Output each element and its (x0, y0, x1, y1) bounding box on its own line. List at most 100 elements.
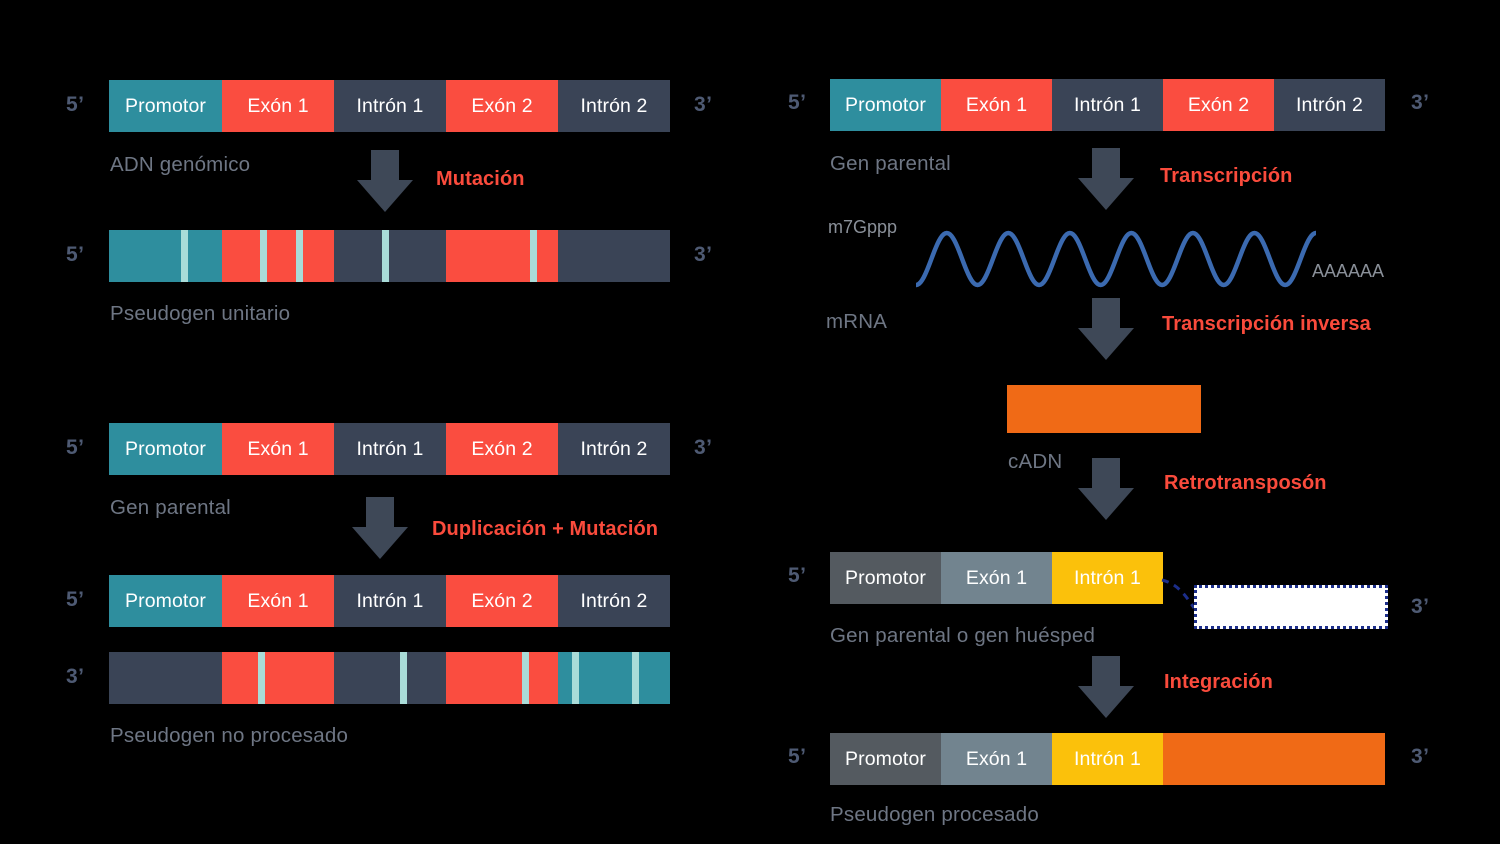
arrow-reverse-transcription (1078, 298, 1134, 360)
segment-block-3 (446, 652, 558, 704)
mutation-mark (572, 652, 579, 704)
bar-processed-pseudogene: Promotor Exón 1 Intrón 1 (830, 733, 1385, 785)
insertion-connector (1160, 578, 1204, 619)
five-prime-label-unitary: 5’ (66, 243, 85, 266)
segment-promotor: Promotor (109, 80, 222, 132)
cdna-block (1007, 385, 1201, 433)
bar-genomic-dna: Promotor Exón 1 Intrón 1 Exón 2 Intrón 2 (109, 80, 670, 132)
bar-unprocessed-pseudogene (109, 652, 670, 704)
segment-exn-1: Exón 1 (222, 80, 334, 132)
arrow-shaft (366, 497, 394, 531)
bar-unitary-pseudogene (109, 230, 670, 282)
segment-label: Exón 2 (471, 589, 533, 612)
segment-label: Promotor (125, 589, 206, 612)
arrow-shaft (1092, 656, 1120, 690)
arrow-head (1078, 178, 1134, 210)
segment-block-0 (109, 652, 222, 704)
segment-label: Promotor (845, 93, 926, 116)
segment-exn-1: Exón 1 (222, 575, 334, 627)
arrow-duplication-mutation (352, 497, 408, 559)
caption-unprocessed-pseudogene: Pseudogen no procesado (110, 724, 349, 747)
five-prime-label-host: 5’ (788, 564, 807, 587)
arrow-mutation (357, 150, 413, 212)
segment-label: Promotor (125, 437, 206, 460)
segment-intrn-1: Intrón 1 (334, 423, 446, 475)
segment-intrn-1: Intrón 1 (1052, 733, 1163, 785)
five-prime-label-duplicate: 5’ (66, 588, 85, 611)
mrna-wave (913, 224, 1319, 299)
segment-label: Promotor (845, 747, 926, 770)
segment-label: Intrón 2 (580, 437, 648, 460)
step-label-transcripcion-inversa: Transcripción inversa (1162, 313, 1371, 335)
three-prime-label-unitary: 3’ (694, 243, 713, 266)
mutation-mark (530, 230, 537, 282)
step-label-duplicacion-mutacion: Duplicación + Mutación (432, 518, 659, 540)
segment-label: Exón 1 (247, 589, 309, 612)
segment-block-1 (222, 230, 334, 282)
five-prime-label-parental-left: 5’ (66, 436, 85, 459)
segment-label: Intrón 2 (580, 589, 648, 612)
arrow-shaft (1092, 148, 1120, 182)
segment-label: Exón 1 (965, 566, 1028, 589)
caption-parental-gene-right: Gen parental (830, 152, 951, 175)
segment-block-4 (558, 230, 670, 282)
arrow-head (352, 527, 408, 559)
segment-exn-2: Exón 2 (1163, 79, 1274, 131)
bar-parental-gene-right: Promotor Exón 1 Intrón 1 Exón 2 Intrón 2 (830, 79, 1385, 131)
segment-intrn-2: Intrón 2 (558, 423, 670, 475)
segment-block-3 (446, 230, 558, 282)
segment-label: Promotor (845, 566, 926, 589)
arrow-head (357, 180, 413, 212)
step-label-retrotransposon: Retrotransposón (1164, 472, 1327, 494)
mutation-mark (632, 652, 639, 704)
step-label-integracion: Integración (1164, 671, 1273, 693)
segment-exn-1: Exón 1 (222, 423, 334, 475)
label-m7gppp-cap: m7Gppp (828, 217, 898, 237)
segment-intrn-1: Intrón 1 (1052, 79, 1163, 131)
segment-label: Exón 1 (965, 747, 1028, 770)
mutation-mark (400, 652, 407, 704)
segment-exn-1: Exón 1 (941, 79, 1052, 131)
segment-block-3 (1163, 733, 1385, 785)
arrow-head (1078, 686, 1134, 718)
arrow-transcription (1078, 148, 1134, 210)
segment-label: Exón 1 (965, 93, 1028, 116)
arrow-shaft (371, 150, 399, 184)
insertion-site-box (1194, 585, 1388, 629)
segment-label: Exón 2 (1187, 93, 1250, 116)
segment-promotor: Promotor (109, 423, 222, 475)
segment-block-4 (558, 652, 670, 704)
caption-parental-gene-left: Gen parental (110, 496, 231, 519)
mutation-mark (260, 230, 267, 282)
segment-promotor: Promotor (830, 552, 941, 604)
arrow-shaft (1092, 298, 1120, 332)
label-polya-tail: AAAAAA (1312, 261, 1385, 281)
caption-host-gene: Gen parental o gen huésped (830, 624, 1096, 647)
segment-label: Exón 1 (247, 94, 309, 117)
segment-intrn-1: Intrón 1 (334, 80, 446, 132)
segment-label: Intrón 1 (356, 437, 424, 460)
segment-label: Promotor (125, 94, 206, 117)
segment-intrn-2: Intrón 2 (1274, 79, 1385, 131)
arrow-integration (1078, 656, 1134, 718)
segment-label: Intrón 1 (356, 94, 424, 117)
arrow-head (1078, 328, 1134, 360)
segment-label: Intrón 1 (1074, 747, 1141, 770)
step-label-transcripcion: Transcripción (1160, 165, 1293, 187)
segment-exn-2: Exón 2 (446, 80, 558, 132)
segment-label: Intrón 2 (580, 94, 648, 117)
mutation-mark (382, 230, 389, 282)
three-prime-label-parental-right: 3’ (1411, 91, 1430, 114)
caption-processed-pseudogene: Pseudogen procesado (830, 803, 1039, 826)
three-prime-label-genomic: 3’ (694, 93, 713, 116)
five-prime-label-processed: 5’ (788, 745, 807, 768)
segment-block-1 (222, 652, 334, 704)
arrow-shaft (1092, 458, 1120, 492)
segment-block-2 (334, 230, 446, 282)
three-prime-label-processed: 3’ (1411, 745, 1430, 768)
mutation-mark (258, 652, 265, 704)
segment-label: Exón 1 (247, 437, 309, 460)
five-prime-label-parental-right: 5’ (788, 91, 807, 114)
segment-label: Intrón 1 (1074, 93, 1141, 116)
